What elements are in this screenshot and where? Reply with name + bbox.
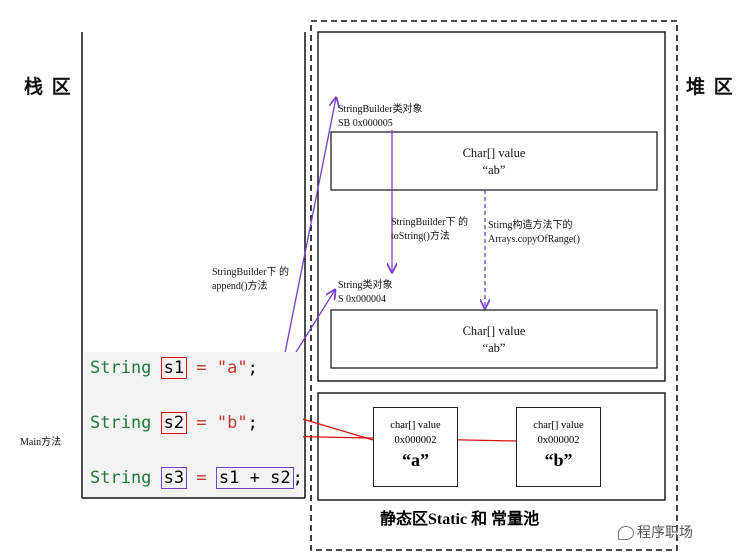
heap-box [317, 31, 666, 382]
watermark: 程序职场 [618, 522, 693, 542]
const-box-a: char[] value 0x000002 “a” [373, 407, 458, 487]
code-eq: = [196, 468, 207, 488]
code-eq: = [196, 413, 207, 433]
code-var-s1: s1 [160, 357, 188, 379]
sb-char-value: Char[] value “ab” [462, 146, 526, 177]
code-end: ; [247, 413, 258, 433]
code-type: String [90, 413, 152, 433]
watermark-text: 程序职场 [637, 525, 693, 541]
outer-dashed-frame [310, 20, 678, 551]
code-type: String [90, 358, 152, 378]
sb-char-rect [330, 131, 658, 191]
const-box-b: char[] value 0x000002 “b” [516, 407, 601, 487]
code-rhs: "b" [216, 413, 248, 433]
code-rhs: "a" [216, 358, 248, 378]
wechat-icon [618, 526, 634, 540]
main-method-label: Main方法 [20, 437, 62, 448]
static-title: 静态区Static 和 常量池 [380, 511, 540, 528]
tostring-note: StringBuilder下 的 toString()方法 [391, 217, 468, 242]
code-type: String [90, 468, 152, 488]
code-eq: = [196, 358, 207, 378]
string-char-value: Char[] value “ab” [462, 324, 526, 355]
heap-title: 堆 区 [686, 77, 735, 98]
stack-title: 栈 区 [24, 77, 73, 98]
string-object-label: String类对象 S 0x000004 [338, 280, 393, 305]
sb-object-label: StringBuilder类对象 SB 0x000005 [338, 104, 423, 129]
copyofrange-note: Stirng构造方法下的 Arrays.copyOfRange() [488, 220, 580, 245]
code-panel [84, 352, 303, 497]
code-end: ; [247, 358, 258, 378]
append-note: StringBuilder下 的 append()方法 [212, 267, 289, 292]
code-var-s3: s3 [160, 467, 188, 489]
code-end: ; [292, 468, 303, 488]
code-line-1: String s1 = "a"; [90, 357, 258, 379]
code-line-3: String s3 = s1 + s2; [90, 467, 303, 489]
code-line-2: String s2 = "b"; [90, 412, 258, 434]
code-rhs-concat: s1 + s2 [215, 467, 294, 489]
string-char-rect [330, 309, 658, 369]
static-box [317, 392, 666, 501]
code-var-s2: s2 [160, 412, 188, 434]
